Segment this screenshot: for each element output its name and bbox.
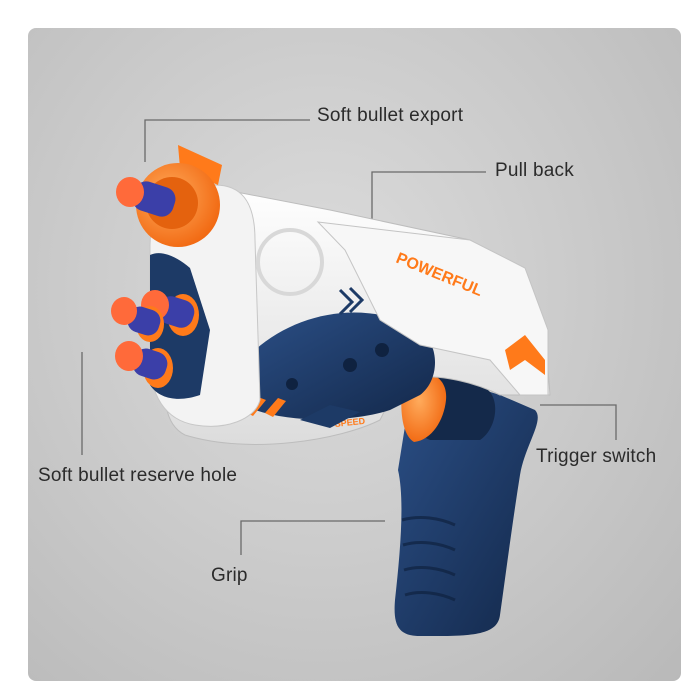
label-soft-bullet-reserve-hole: Soft bullet reserve hole	[38, 465, 238, 486]
body-chevrons	[338, 286, 365, 316]
panel-screws	[286, 343, 389, 390]
callout-line-pull-back	[371, 171, 486, 232]
label-grip: Grip	[211, 565, 248, 586]
callout-line-grip	[240, 520, 385, 555]
dart-top-tip	[116, 177, 144, 207]
callout-line-soft-bullet-export	[144, 119, 310, 162]
callout-line-trigger-switch	[540, 404, 617, 440]
grip-ridges	[401, 516, 456, 602]
reserve-darts	[111, 290, 199, 388]
grip	[394, 385, 538, 636]
callout-lines	[81, 119, 617, 555]
pull-back-slide	[316, 221, 549, 396]
side-panel	[243, 312, 435, 420]
label-trigger-switch: Trigger switch	[536, 446, 657, 467]
slide-accent	[505, 335, 545, 375]
label-pull-back: Pull back	[495, 160, 574, 181]
sight	[178, 145, 222, 185]
label-soft-bullet-export: Soft bullet export	[317, 105, 464, 126]
cylinder-ring	[256, 228, 324, 296]
